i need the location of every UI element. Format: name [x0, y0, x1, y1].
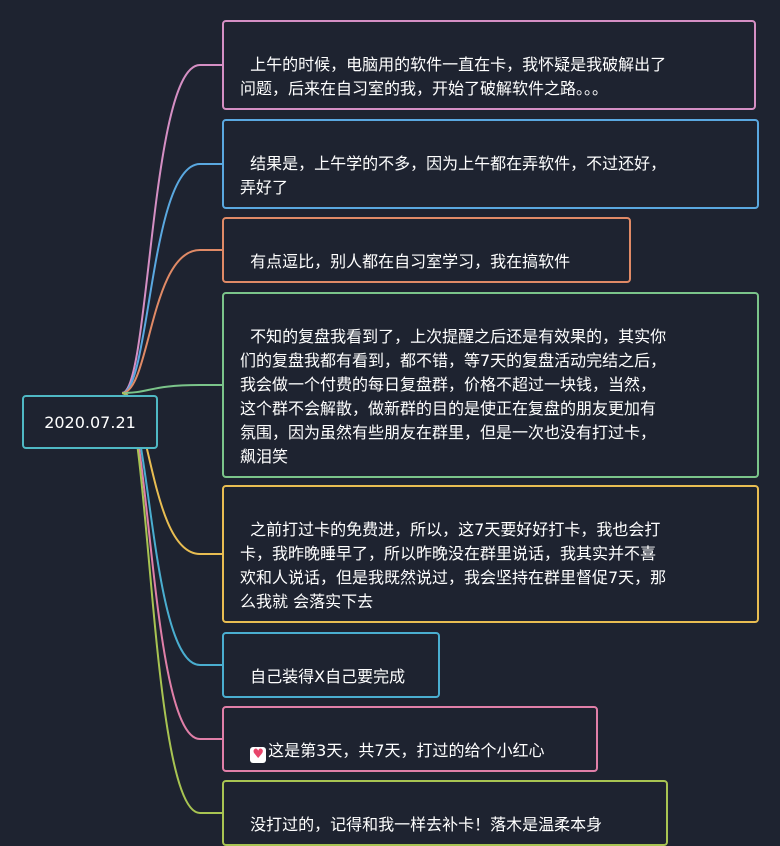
connector-line: [121, 163, 222, 394]
branch-node-text: 有点逗比，别人都在自习室学习，我在搞软件: [250, 252, 571, 271]
branch-node-text: 这是第3天，共7天，打过的给个小红心: [268, 741, 545, 760]
branch-node-6[interactable]: 自己装得X自己要完成: [222, 632, 440, 698]
branch-node-7[interactable]: ♥这是第3天，共7天，打过的给个小红心: [222, 706, 598, 772]
branch-node-text: 自己装得X自己要完成: [250, 667, 406, 686]
branch-node-text: 不知的复盘我看到了，上次提醒之后还是有效果的，其实你 们的复盘我都有看到，都不错…: [240, 327, 667, 466]
branch-node-text: 上午的时候，电脑用的软件一直在卡，我怀疑是我破解出了 问题，后来在自习室的我，开…: [240, 55, 667, 98]
branch-node-3[interactable]: 有点逗比，别人都在自习室学习，我在搞软件: [222, 217, 631, 283]
root-node[interactable]: 2020.07.21: [22, 395, 158, 449]
branch-node-1[interactable]: 上午的时候，电脑用的软件一直在卡，我怀疑是我破解出了 问题，后来在自习室的我，开…: [222, 20, 756, 110]
connector-line: [121, 384, 222, 394]
connector-line: [121, 249, 222, 394]
connector-line: [121, 64, 222, 394]
branch-node-4[interactable]: 不知的复盘我看到了，上次提醒之后还是有效果的，其实你 们的复盘我都有看到，都不错…: [222, 292, 759, 478]
root-node-label: 2020.07.21: [44, 412, 136, 432]
branch-node-text: 结果是，上午学的不多，因为上午都在弄软件，不过还好， 弄好了: [240, 154, 667, 197]
branch-node-text: 之前打过卡的免费进，所以，这7天要好好打卡，我也会打 卡，我昨晚睡早了，所以昨晚…: [240, 520, 667, 611]
branch-node-2[interactable]: 结果是，上午学的不多，因为上午都在弄软件，不过还好， 弄好了: [222, 119, 759, 209]
branch-node-text: 没打过的，记得和我一样去补卡！落木是温柔本身: [250, 815, 603, 834]
branch-node-8[interactable]: 没打过的，记得和我一样去补卡！落木是温柔本身: [222, 780, 668, 846]
branch-node-5[interactable]: 之前打过卡的免费进，所以，这7天要好好打卡，我也会打 卡，我昨晚睡早了，所以昨晚…: [222, 485, 759, 623]
heart-icon: ♥: [250, 747, 267, 763]
connector-line: [121, 392, 222, 814]
